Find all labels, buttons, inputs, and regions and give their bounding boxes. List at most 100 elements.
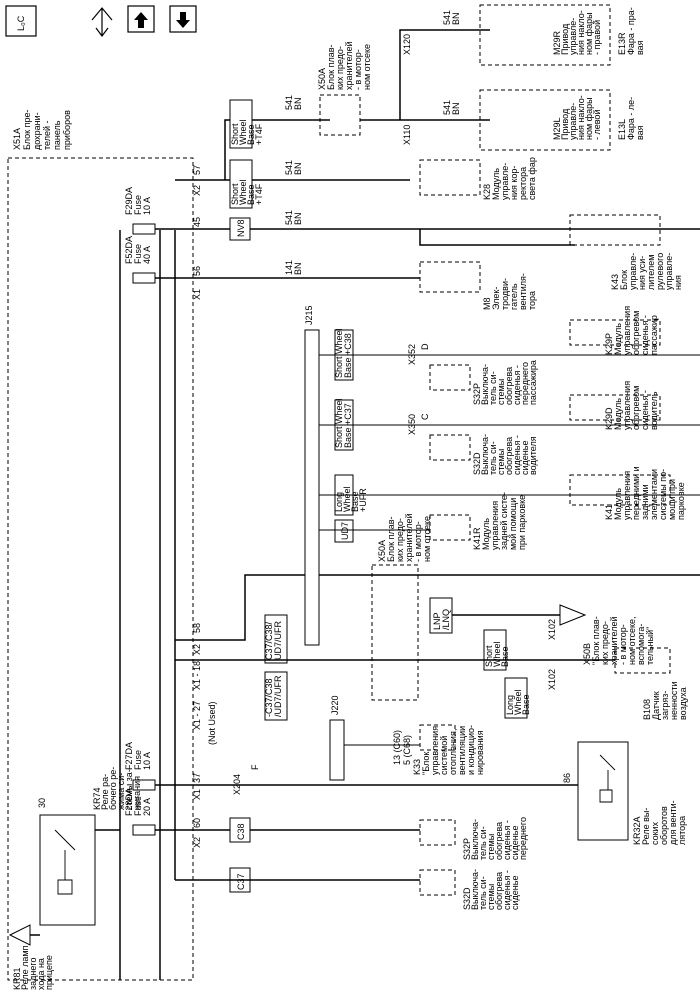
conn-x1-top: X1: [192, 289, 202, 300]
svg-text:управле-: управле-: [500, 163, 510, 200]
svg-text:541: 541: [284, 210, 294, 225]
x508-triangle: [559, 604, 587, 626]
svg-text:ния кор-: ния кор-: [509, 166, 519, 200]
conn-x2-bot: X2: [192, 837, 202, 848]
svg-text:Блок пре-: Блок пре-: [22, 110, 32, 150]
svg-text:M29R: M29R: [552, 30, 562, 55]
svg-text:F27DA: F27DA: [124, 742, 134, 770]
svg-text:Блок плав-: Блок плав-: [326, 44, 336, 90]
svg-text:Fuse: Fuse: [133, 244, 143, 264]
svg-text:телей -: телей -: [42, 120, 52, 150]
svg-text:Блок плав-: Блок плав-: [386, 516, 396, 562]
svg-text:переднего: переднего: [520, 362, 530, 405]
svg-text:хода на: хода на: [36, 958, 46, 990]
svg-text:управления: управления: [490, 501, 500, 550]
svg-text:тора: тора: [527, 291, 537, 310]
svg-text:сиденья -: сиденья -: [640, 390, 650, 430]
svg-text:стемы: стемы: [496, 449, 506, 475]
svg-text:Выключа-: Выключа-: [480, 434, 490, 475]
svg-text:ния: ния: [673, 275, 683, 290]
svg-text:задней систе-: задней систе-: [499, 492, 509, 550]
svg-text:при парковке: при парковке: [517, 495, 527, 550]
arrow-up-icon[interactable]: [127, 5, 155, 33]
svg-text:обогрева: обогрева: [494, 822, 504, 860]
svg-text:F52DA: F52DA: [124, 236, 134, 264]
svg-text:D: D: [420, 343, 430, 350]
arrow-down-icon[interactable]: [169, 5, 197, 33]
kr81-triangle: [8, 924, 31, 946]
svg-text:10 A: 10 A: [142, 752, 152, 770]
svg-text:сиденья -: сиденья -: [512, 365, 522, 405]
svg-text:для венти-: для венти-: [668, 800, 678, 845]
svg-text:Fuse: Fuse: [133, 750, 143, 770]
svg-text:F: F: [250, 764, 260, 770]
svg-text:водителя: водителя: [528, 436, 538, 475]
svg-text:стемы: стемы: [486, 884, 496, 910]
svg-text:ректора: ректора: [518, 167, 528, 200]
svg-text:NV8: NV8: [236, 219, 246, 237]
pin-56: 56: [192, 266, 202, 276]
svg-text:Long: Long: [334, 492, 344, 512]
svg-text:ких предо-: ких предо-: [335, 46, 345, 90]
legend-icon[interactable]: L₀C: [5, 5, 37, 37]
svg-text:S32D: S32D: [472, 452, 482, 475]
svg-text:BN: BN: [293, 97, 303, 110]
svg-text:хранителей: хранителей: [344, 41, 354, 90]
svg-text:Wheel: Wheel: [492, 641, 502, 667]
svg-text:"Блок плав-: "Блок плав-: [591, 616, 601, 665]
conn-x2-mid: X2: [192, 644, 202, 655]
svg-text:ненности: ненности: [669, 681, 679, 720]
wrench-updown-icon[interactable]: [91, 7, 113, 37]
svg-text:панель: панель: [52, 120, 62, 150]
svg-text:X204: X204: [232, 774, 242, 795]
svg-text:Short Wheel: Short Wheel: [334, 328, 344, 378]
svg-text:Привод: Привод: [560, 108, 570, 140]
svg-text:E13L: E13L: [617, 119, 627, 140]
svg-text:обогрева: обогрева: [504, 367, 514, 405]
svg-text:Модуль: Модуль: [613, 398, 623, 430]
svg-text:X102: X102: [547, 619, 557, 640]
svg-text:Short Wheel: Short Wheel: [334, 398, 344, 448]
svg-text:управления: управления: [622, 306, 632, 355]
svg-text:541: 541: [284, 95, 294, 110]
svg-text:стемы за-: стемы за-: [124, 769, 134, 810]
svg-text:обогревом: обогревом: [631, 386, 641, 430]
svg-text:+T4F: +T4F: [254, 183, 264, 205]
svg-text:10 A: 10 A: [142, 197, 152, 215]
kr32a-relay-box: [577, 741, 629, 841]
svg-text:стемы: стемы: [486, 834, 496, 860]
svg-text:управления: управления: [622, 381, 632, 430]
svg-text:X352: X352: [407, 344, 417, 365]
svg-text:X50A: X50A: [317, 68, 327, 90]
svg-text:K41R: K41R: [472, 527, 482, 550]
svg-text:Привод: Привод: [560, 23, 570, 55]
svg-text:/LNQ: /LNQ: [441, 609, 451, 630]
svg-text:K33: K33: [412, 759, 422, 775]
svg-text:40 A: 40 A: [142, 246, 152, 264]
svg-text:передними и: передними и: [631, 466, 641, 520]
svg-text:86: 86: [562, 773, 572, 783]
svg-text:хранителей: хранителей: [609, 616, 619, 665]
svg-text:заднего: заднего: [28, 958, 38, 990]
svg-text:Wheel: Wheel: [238, 119, 248, 145]
svg-text:Short: Short: [230, 123, 240, 145]
svg-text:ном отсеке,: ном отсеке,: [627, 616, 637, 665]
svg-text:тель си-: тель си-: [478, 826, 488, 860]
svg-text:Модуль: Модуль: [481, 518, 491, 550]
option-ud7: UD7: [334, 519, 354, 543]
svg-text:Wheel: Wheel: [238, 179, 248, 205]
svg-text:ких предо-: ких предо-: [395, 518, 405, 562]
pin-57: 57: [192, 165, 202, 175]
svg-text:тель си-: тель си-: [488, 371, 498, 405]
svg-text:- в мотор-: - в мотор-: [353, 49, 363, 90]
